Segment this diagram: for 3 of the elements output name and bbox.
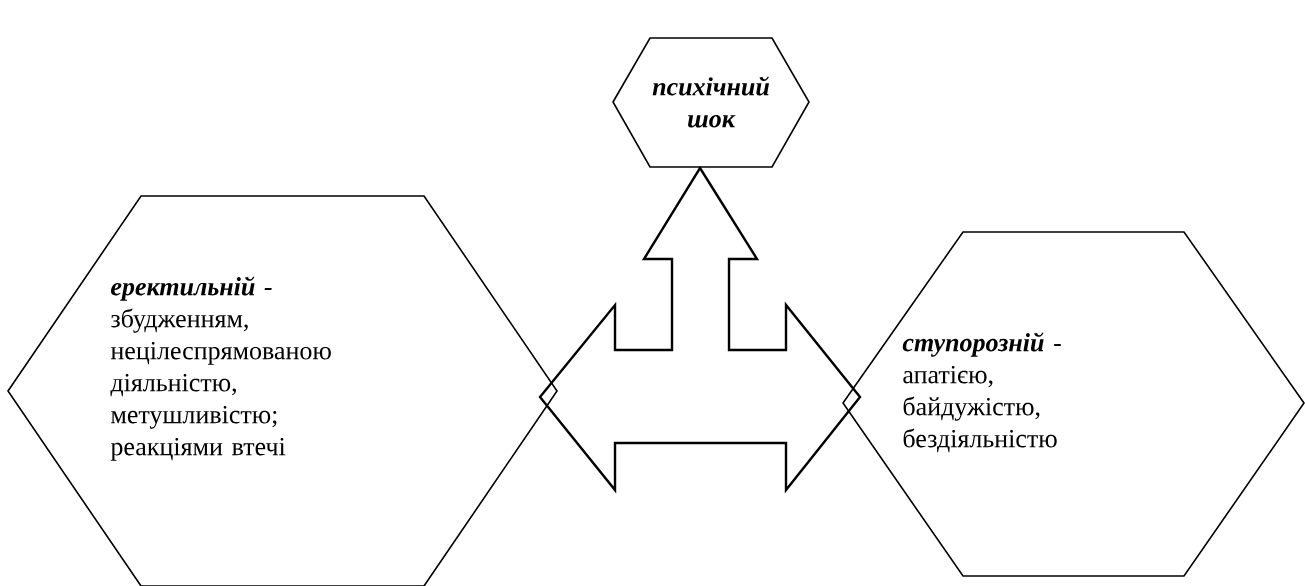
hexagon: ступорозній - апатією, байдужістю, бездіяльністю — [842, 231, 1305, 577]
hexagon: еректильній - збудженням, нецілеспрямованою діяльністю, метушливістю; реакціями втечі — [7, 195, 558, 586]
hexagon: психічний шок — [612, 37, 810, 168]
